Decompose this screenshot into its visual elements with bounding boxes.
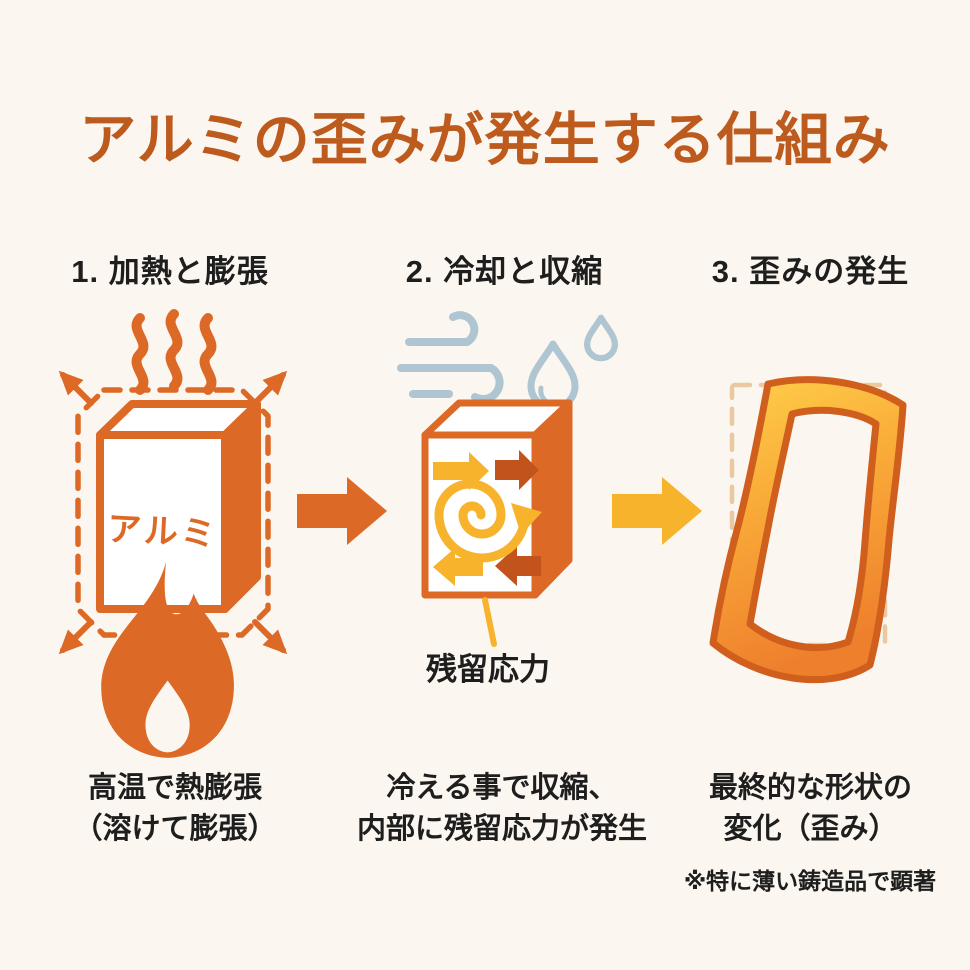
step3-heading: 3. 歪みの発生: [711, 254, 910, 289]
step2-illustration: [397, 311, 619, 647]
step3-caption: 最終的な形状の 変化（歪み）: [658, 768, 963, 850]
caption-line: （溶けて膨張）: [73, 813, 277, 846]
step3-illustration: [709, 376, 907, 684]
residual-stress-label: 残留応力: [426, 652, 550, 687]
step1-illustration: アルミ: [58, 309, 288, 758]
aluminum-box-icon: アルミ: [96, 400, 261, 613]
step1-heading: 1. 加熱と膨張: [71, 254, 269, 289]
step2-heading: 2. 冷却と収縮: [405, 254, 604, 289]
caption-line: 高温で熱膨張: [87, 772, 262, 804]
wind-icon: [397, 311, 504, 404]
expansion-outline: [75, 387, 271, 638]
step1-caption: 高温で熱膨張 （溶けて膨張）: [25, 768, 325, 850]
arrow-right-icon: [612, 477, 702, 545]
footnote: ※特に薄い鋳造品で顕著: [683, 868, 937, 894]
page-title: アルミの歪みが発生する仕組み: [79, 108, 891, 172]
caption-line: 最終的な形状の: [708, 772, 912, 804]
warped-shape-icon: [709, 376, 907, 684]
water-drops-icon: [527, 314, 619, 412]
caption-line: 冷える事で収縮、: [386, 772, 618, 804]
caption-line: 変化（歪み）: [723, 813, 898, 846]
caption-line: 内部に残留応力が発生: [356, 813, 647, 846]
aluminum-box-label: アルミ: [106, 510, 219, 554]
arrow-right-icon: [297, 477, 387, 545]
callout-line: [482, 597, 497, 647]
step2-caption: 冷える事で収縮、 内部に残留応力が発生: [328, 768, 676, 850]
expansion-arrows-icon: [58, 370, 288, 655]
stress-box-icon: [421, 399, 573, 599]
heat-waves-icon: [131, 309, 217, 395]
flame-icon: [101, 562, 234, 758]
internal-stress-arrows-icon: [433, 450, 541, 586]
stress-spiral-icon: [434, 479, 542, 563]
